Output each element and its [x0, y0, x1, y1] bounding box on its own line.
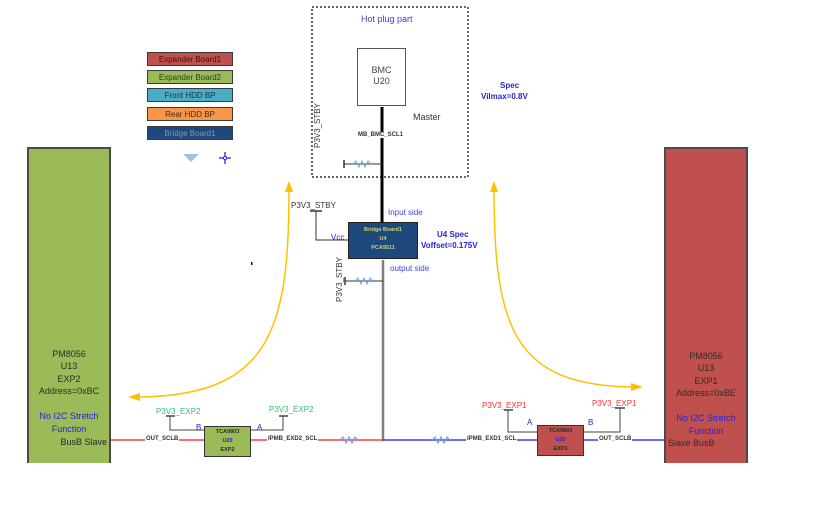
- output-side-label: output side: [390, 264, 430, 273]
- exp1-side-a-label: A: [527, 418, 533, 427]
- u4-spec-value: Voffset=0.175V: [421, 241, 478, 250]
- exp1-supply-a-label: P3V3_EXP1: [482, 401, 527, 410]
- right-flow-arrowhead-right: [631, 383, 643, 391]
- exp2-name: EXP2: [57, 374, 81, 384]
- exp2-chip: PM8056: [52, 349, 86, 359]
- exp1-supply-b-label: P3V3_EXP1: [592, 399, 637, 408]
- exp1-address: Address=0xBE: [676, 388, 736, 398]
- exp2-supply-a-label: P3V3_EXP2: [269, 405, 314, 414]
- exp1-side-b-label: B: [588, 418, 594, 427]
- bmc-scl-net-label: MB_BMC_SCL1: [357, 132, 405, 138]
- exp2-buffer-chip[interactable]: TCA9803 U20 EXP2: [204, 426, 251, 457]
- legend-item-bridge-board1[interactable]: Bridge Board1: [147, 126, 233, 140]
- bottom-blank-area: [0, 463, 819, 526]
- exp2-resistor-icon: [339, 435, 359, 445]
- exp1-chip: PM8056: [689, 351, 723, 361]
- exp1-out-net-label: OUT_SCLB: [598, 436, 633, 442]
- crosshair-icon[interactable]: [219, 152, 231, 164]
- left-flow-arrowhead-up: [285, 181, 293, 192]
- exp1-in-net-label: IPMB_EXD1_SCL: [466, 436, 518, 442]
- bridge-chip-board: Bridge Board1: [364, 227, 402, 233]
- vcc-supply-wire: [315, 211, 348, 241]
- exp2-port: BusB Slave: [60, 437, 107, 447]
- exp1-port: Slave BusB: [668, 438, 715, 448]
- exp2-side-a-label: A: [257, 423, 263, 432]
- bridge-chip-part: PCA9511: [371, 245, 395, 251]
- bmc-chip-name: BMC: [371, 65, 392, 75]
- right-flow-arrowhead-up: [490, 181, 498, 192]
- hotplug-boundary: [311, 6, 469, 178]
- exp1-buffer-chip[interactable]: TCA9803 U20 EXP1: [537, 425, 584, 456]
- exp1-name: EXP1: [694, 376, 718, 386]
- vcc-supply-label: P3V3_STBY: [291, 201, 336, 210]
- exp2-supply-b-wire: [169, 416, 205, 431]
- exp1-buffer-part: TCA9803: [548, 428, 573, 434]
- exp2-note-line2: Function: [51, 424, 87, 434]
- u4-spec-title: U4 Spec: [437, 230, 469, 239]
- right-flow-arrow: [493, 189, 633, 388]
- left-flow-arrow: [139, 189, 290, 398]
- expander-board1[interactable]: PM8056 U13 EXP1 Address=0xBE No I2C Stre…: [664, 147, 748, 467]
- legend-item-expander-board2[interactable]: Expander Board2: [147, 70, 233, 84]
- input-side-label: Input side: [388, 208, 423, 217]
- hotplug-title: Hot plug part: [361, 14, 413, 24]
- bmc-chip-ref: U20: [373, 76, 390, 86]
- exp2-out-net-label: OUT_SCLB: [145, 436, 180, 442]
- bridge-chip-pca9511[interactable]: Bridge Board1 U4 PCA9511: [348, 222, 418, 259]
- exp1-resistor-icon: [431, 435, 451, 445]
- spec-top-title: Spec: [500, 81, 520, 90]
- exp2-supply-a-wire: [250, 416, 284, 431]
- legend-item-front-hdd-bp[interactable]: Front HDD BP: [147, 88, 233, 102]
- output-resistor-icon: [354, 276, 374, 286]
- left-flow-arrowhead-left: [128, 393, 140, 401]
- exp2-in-net-label: IPMB_EXD2_SCL: [267, 436, 319, 442]
- exp1-supply-a-wire: [507, 410, 537, 433]
- exp1-supply-b-wire: [584, 408, 621, 433]
- exp1-buffer-ref: U20: [555, 437, 566, 443]
- exp1-note-line2: Function: [688, 426, 724, 436]
- exp1-ref: U13: [697, 363, 715, 373]
- hotplug-resistor-icon: [352, 159, 372, 169]
- expander-board2[interactable]: PM8056 U13 EXP2 Address=0xBC No I2C Stre…: [27, 147, 111, 467]
- exp2-side-b-label: B: [196, 423, 202, 432]
- output-pullup-label: P3V3_STBY: [335, 257, 344, 302]
- bridge-chip-ref: U4: [379, 236, 387, 242]
- exp2-address: Address=0xBC: [38, 386, 100, 396]
- exp2-buffer-part: TCA9803: [215, 429, 240, 435]
- exp2-note-line1: No I2C Stretch: [39, 411, 99, 421]
- hotplug-pullup-label: P3V3_STBY: [313, 103, 322, 148]
- exp2-supply-b-label: P3V3_EXP2: [156, 407, 201, 416]
- bmc-chip[interactable]: BMC U20: [357, 48, 406, 106]
- exp1-note-line1: No I2C Stretch: [676, 413, 736, 423]
- spec-top-value: Vilmax=0.8V: [481, 92, 528, 101]
- triangle-down-icon[interactable]: [183, 154, 199, 162]
- exp2-ref: U13: [60, 361, 78, 371]
- legend-item-rear-hdd-bp[interactable]: Rear HDD BP: [147, 107, 233, 121]
- exp2-buffer-ref: U20: [222, 438, 233, 444]
- master-label: Master: [413, 112, 441, 122]
- exp2-buffer-name: EXP2: [220, 447, 235, 453]
- exp1-buffer-name: EXP1: [553, 446, 568, 452]
- vcc-pin-label: Vcc: [331, 233, 345, 242]
- legend-item-expander-board1[interactable]: Expander Board1: [147, 52, 233, 66]
- stray-mark: [251, 262, 253, 265]
